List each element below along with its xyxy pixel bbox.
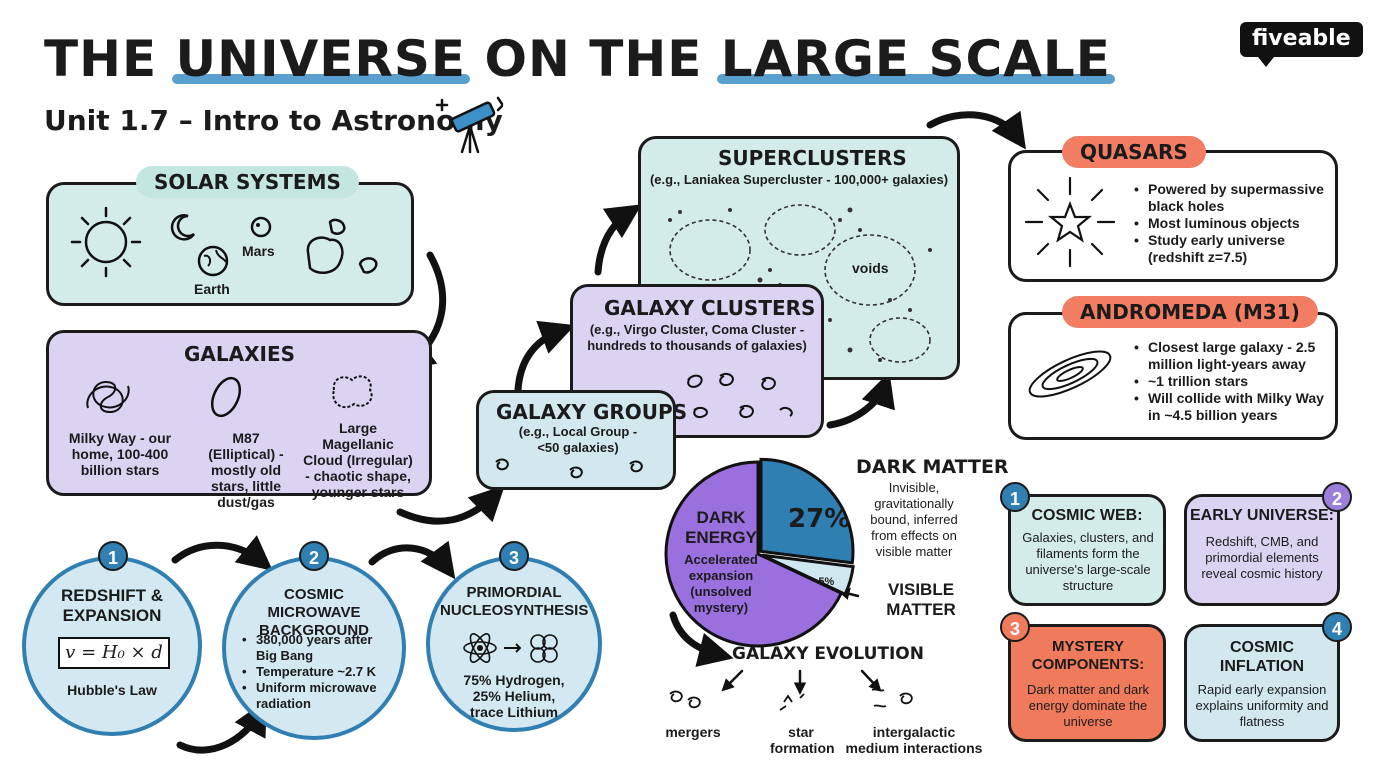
galaxy-groups-box [476,390,676,490]
galaxy-clusters-label: GALAXY CLUSTERS [604,296,816,320]
timeline-nucleosynthesis-circle [426,556,602,732]
galaxy-item-m87: M87 (Elliptical) - mostly old stars, lit… [208,430,284,510]
atom-fusion-icon [460,628,570,668]
irregular-galaxy-icon [328,370,378,414]
voids-label: voids [852,260,889,276]
spiral-galaxy-icon [78,372,138,422]
andromeda-label: ANDROMEDA (M31) [1062,296,1318,328]
card-mystery-title: MYSTERY COMPONENTS: [1031,638,1145,673]
dark-matter-label: DARK MATTER [856,456,1009,478]
cmb-bullet-2: Temperature ~2.7 K [242,664,392,680]
nucleosynthesis-caption: 75% Hydrogen, 25% Helium, trace Lithium [463,672,565,720]
arrow-galaxies-to-groups [396,485,505,525]
quasars-label: QUASARS [1062,136,1206,168]
page-title: THE UNIVERSE ON THE LARGE SCALE [44,30,1115,88]
arrow-t2-to-t3 [368,540,456,580]
evolution-icons [660,680,960,720]
superclusters-label: SUPERCLUSTERS [718,146,907,170]
timeline-number-3: 3 [499,541,529,571]
quasars-bullet-2: Most luminous objects [1134,215,1324,232]
dark-energy-desc: Accelerated expansion (unsolved mystery) [684,552,758,615]
galaxies-box [46,330,432,496]
universe-composition-pie [658,454,858,654]
andromeda-galaxy-icon [1018,344,1122,404]
card-number-4: 4 [1322,612,1352,642]
card-early-universe-body: Redshift, CMB, and primordial elements r… [1201,534,1323,581]
pie-slice-dark-energy [664,460,844,648]
quasar-star-icon [1022,174,1118,270]
galaxy-groups-desc: (e.g., Local Group - <50 galaxies) [518,424,638,455]
galaxies-label: GALAXIES [184,342,296,366]
card-mystery-components [1008,624,1166,742]
card-cosmic-web-title: COSMIC WEB: [1031,507,1143,524]
cmb-bullet-1: 380,000 years after Big Bang [242,632,392,664]
timeline-number-2: 2 [299,541,329,571]
moon-icon [168,212,198,242]
evolution-igm: intergalactic medium interactions [845,724,983,756]
timeline-nucleosynthesis-title: PRIMORDIAL NUCLEOSYNTHESIS [440,584,589,619]
arrow-bottom-to-t2 [176,699,267,754]
group-galaxies-icon [490,452,660,482]
superclusters-desc: (e.g., Laniakea Supercluster - 100,000+ … [649,172,949,187]
card-early-universe [1184,494,1340,606]
evolution-mergers: mergers [665,724,721,740]
title-highlight-universe: UNIVERSE [171,30,470,88]
dark-matter-value: 27% [788,504,851,534]
earth-label: Earth [194,281,230,297]
andromeda-bullet-3: Will collide with Milky Way in ~4.5 bill… [1134,390,1330,424]
arrow-clusters-to-pie [826,371,895,429]
elliptical-galaxy-icon [206,374,246,420]
arrow-groups-to-clusters [514,320,576,394]
cmb-bullet-3: Uniform microwave radiation [242,680,392,712]
quasars-bullet-3: Study early universe (redshift z=7.5) [1134,232,1324,266]
card-cosmic-web-body: Galaxies, clusters, and filaments form t… [1022,530,1154,593]
card-inflation-title: COSMIC INFLATION [1219,639,1305,675]
hubble-formula-box: v = H₀ × d [58,637,170,669]
title-highlight-large-scale: LARGE SCALE [716,30,1115,88]
page-subtitle: Unit 1.7 – Intro to Astronomy [44,104,503,137]
andromeda-bullet-1: Closest large galaxy - 2.5 million light… [1134,339,1330,373]
fiveable-logo[interactable]: fiveable [1240,22,1363,67]
sun-icon [66,202,146,282]
arrow-super-to-quasars [926,110,1026,150]
timeline-cmb-bullets: 380,000 years after Big Bang Temperature… [242,632,392,712]
galaxy-clusters-desc: (e.g., Virgo Cluster, Coma Cluster - hun… [587,322,807,353]
mars-label: Mars [242,243,275,259]
asteroids-icon [300,216,390,286]
quasars-bullets: Powered by supermassive black holes Most… [1134,181,1324,266]
andromeda-bullet-2: ~1 trillion stars [1134,373,1330,390]
timeline-number-1: 1 [98,541,128,571]
dark-energy-label: DARK ENERGY [685,508,757,547]
andromeda-bullets: Closest large galaxy - 2.5 million light… [1134,339,1330,424]
galaxy-item-lmc: Large Magellanic Cloud (Irregular) - cha… [303,420,413,500]
cluster-galaxies-icon [680,366,804,426]
card-cosmic-inflation [1184,624,1340,742]
card-inflation-body: Rapid early expansion explains uniformit… [1195,682,1329,729]
mars-icon [250,216,272,238]
galaxy-evolution-label: GALAXY EVOLUTION [732,644,924,664]
hubble-law-caption: Hubble's Law [67,682,157,698]
quasars-bullet-1: Powered by supermassive black holes [1134,181,1324,215]
solar-systems-label: SOLAR SYSTEMS [136,166,359,198]
galaxy-item-milky-way: Milky Way - our home, 100-400 billion st… [68,430,172,478]
pie-slice-dark-matter [759,457,855,565]
card-number-1: 1 [1000,482,1030,512]
arrow-clusters-to-super [594,204,642,276]
card-number-3: 3 [1000,612,1030,642]
galaxy-groups-label: GALAXY GROUPS [496,400,688,424]
visible-matter-value: ~5% [812,576,835,588]
evolution-star-formation: star formation [770,724,835,756]
earth-icon [196,244,230,278]
card-mystery-body: Dark matter and dark energy dominate the… [1026,682,1150,729]
card-cosmic-web [1008,494,1166,606]
arrow-t1-to-t2 [171,535,273,571]
visible-matter-label: VISIBLE MATTER [886,580,956,619]
telescope-icon [435,96,506,156]
card-early-universe-title: EARLY UNIVERSE: [1189,507,1335,524]
arrow-pie-to-evolution [669,611,734,667]
card-number-2: 2 [1322,482,1352,512]
dark-matter-desc: Invisible, gravitationally bound, inferr… [870,480,958,559]
timeline-redshift-title: REDSHIFT & EXPANSION [61,586,163,625]
